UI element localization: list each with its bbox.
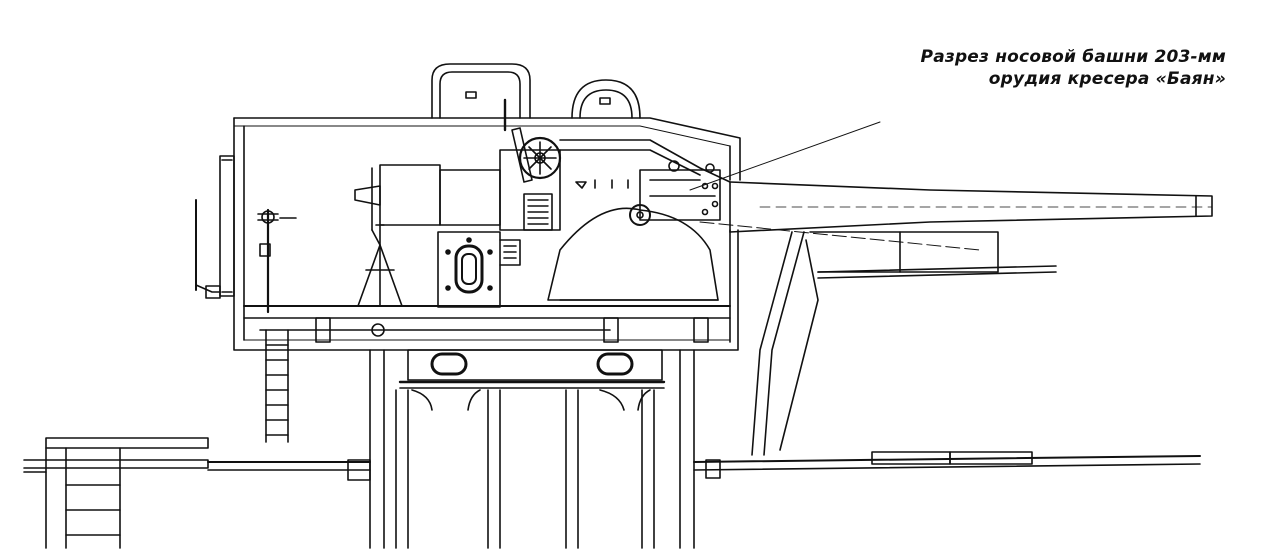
ladder-left	[265, 329, 289, 443]
gun-barrel	[689, 121, 1213, 251]
ammunition-lift	[357, 231, 501, 308]
caption-line-2: орудия кресера «Баян»	[988, 69, 1226, 89]
lower-deck	[23, 437, 1201, 549]
gun-breech	[354, 127, 731, 301]
support-strut	[751, 231, 1057, 456]
barbette-trunk	[369, 349, 695, 549]
caption-line-1: Разрез носовой башни 203-мм	[920, 47, 1226, 67]
turret-floor	[243, 305, 731, 343]
roof-hoods	[431, 63, 641, 132]
drawing-caption: Разрез носовой башни 203-мм орудия кресе…	[921, 46, 1226, 90]
turret-shell	[195, 117, 741, 351]
